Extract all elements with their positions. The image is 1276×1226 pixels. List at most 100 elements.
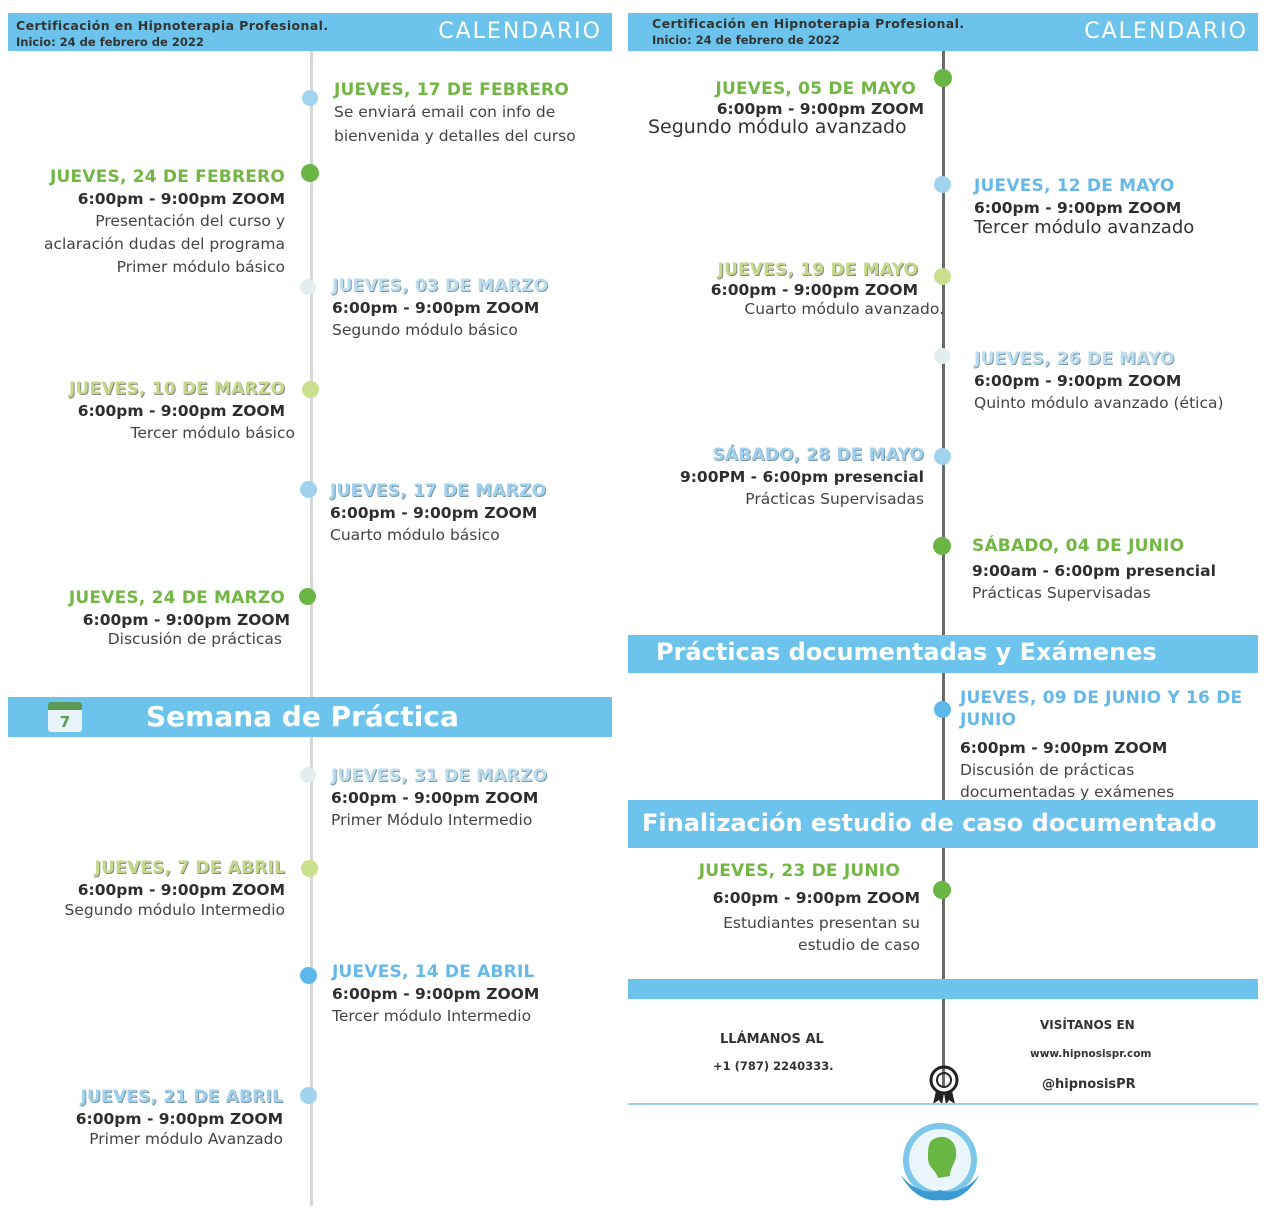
- event: JUEVES, 05 DE MAYO 6:00pm - 9:00pm ZOOM: [620, 78, 924, 118]
- social-handle[interactable]: @hipnosisPR: [1042, 1077, 1136, 1092]
- left-panel: Certificación en Hipnoterapia Profesiona…: [8, 0, 612, 1226]
- event-line: Segundo módulo avanzado: [648, 116, 907, 138]
- band-semana-practica: 7 Semana de Práctica: [8, 697, 612, 737]
- timeline-dot: [933, 537, 951, 555]
- event-hours: 6:00pm - 9:00pm ZOOM: [77, 402, 285, 420]
- band-practicas-examenes: Prácticas documentadas y Exámenes: [628, 635, 1258, 673]
- phone-number[interactable]: +1 (787) 2240333.: [713, 1059, 834, 1073]
- event-hours: 6:00pm - 9:00pm ZOOM: [82, 611, 290, 629]
- event-line: Estudiantes presentan su: [723, 914, 920, 932]
- event-date: JUEVES, 17 DE FEBRERO: [334, 80, 569, 100]
- event-hours: 6:00pm - 9:00pm ZOOM: [77, 881, 285, 899]
- timeline-dot: [300, 279, 316, 295]
- band-label: Finalización estudio de caso documentado: [642, 809, 1217, 837]
- event-date: JUEVES, 24 DE MARZO: [68, 588, 285, 608]
- event-line: Cuarto módulo avanzado.: [744, 300, 944, 318]
- event-date: JUEVES, 03 DE MARZO: [332, 276, 549, 296]
- event-hours: 6:00pm - 9:00pm ZOOM: [712, 889, 920, 907]
- award-ribbon-icon: [929, 1065, 959, 1105]
- event: JUEVES, 17 DE FEBRERO Se enviará email c…: [334, 79, 576, 147]
- event-date: JUEVES, 23 DE JUNIO: [698, 861, 900, 881]
- event-line: Presentación del curso y: [95, 212, 285, 230]
- event-date: JUEVES, 12 DE MAYO: [974, 176, 1175, 196]
- event-date: JUEVES, 31 DE MARZO: [331, 766, 548, 786]
- band-label: Semana de Práctica: [146, 700, 459, 733]
- timeline-dot: [934, 176, 951, 193]
- timeline-dot: [300, 967, 317, 984]
- timeline-dot: [934, 268, 951, 285]
- event-line: documentadas y exámenes: [960, 783, 1175, 801]
- event: SÁBADO, 04 DE JUNIO 9:00am - 6:00pm pres…: [972, 535, 1216, 604]
- band-label: Prácticas documentadas y Exámenes: [656, 638, 1157, 666]
- event-hours: 6:00pm - 9:00pm ZOOM: [330, 504, 538, 522]
- event-line: Segundo módulo básico: [332, 321, 518, 339]
- calendar-icon: 7: [48, 702, 82, 732]
- header-title: Certificación en Hipnoterapia Profesiona…: [652, 16, 965, 31]
- event-line: Prácticas Supervisadas: [745, 490, 924, 508]
- event-line: Primer Módulo Intermedio: [331, 811, 533, 829]
- event-hours: 6:00pm - 9:00pm ZOOM: [332, 985, 540, 1003]
- event-line: Segundo módulo Intermedio: [64, 901, 285, 919]
- right-header: Certificación en Hipnoterapia Profesiona…: [628, 13, 1258, 51]
- timeline-dot: [933, 881, 951, 899]
- timeline-line: [942, 51, 945, 1086]
- event-line: Prácticas Supervisadas: [972, 584, 1151, 602]
- event-date: JUEVES, 24 DE FEBRERO: [50, 167, 285, 187]
- event-date: SÁBADO, 04 DE JUNIO: [972, 536, 1185, 556]
- event-date: JUEVES, 10 DE MARZO: [68, 379, 285, 399]
- event-hours: 9:00PM - 6:00pm presencial: [679, 468, 924, 486]
- timeline-dot: [300, 481, 317, 498]
- event-date: JUEVES, 05 DE MAYO: [715, 79, 916, 99]
- event: JUEVES, 03 DE MARZO 6:00pm - 9:00pm ZOOM…: [332, 275, 548, 341]
- event-hours: 6:00pm - 9:00pm ZOOM: [716, 100, 924, 118]
- event-line: estudio de caso: [798, 936, 920, 954]
- event: JUEVES, 10 DE MARZO 6:00pm - 9:00pm ZOOM…: [0, 378, 295, 444]
- event: JUEVES, 17 DE MARZO 6:00pm - 9:00pm ZOOM…: [330, 480, 546, 546]
- timeline-dot: [301, 164, 319, 182]
- timeline-dot: [934, 701, 951, 718]
- event-date: JUEVES, 21 DE ABRIL: [80, 1087, 283, 1107]
- header-calendar: CALENDARIO: [438, 19, 602, 44]
- event-date: JUEVES, 19 DE MAYO: [717, 260, 918, 280]
- timeline-dot: [934, 69, 952, 87]
- website-link[interactable]: www.hipnosispr.com: [1030, 1048, 1152, 1060]
- timeline-dot: [300, 1087, 317, 1104]
- event-line: Primer módulo Avanzado: [89, 1130, 283, 1148]
- event: JUEVES, 09 DE JUNIO Y 16 DE JUNIO 6:00pm…: [960, 687, 1242, 803]
- event-line: Cuarto módulo básico: [330, 526, 500, 544]
- event-hours: 6:00pm - 9:00pm ZOOM: [974, 199, 1182, 217]
- event-hours: 9:00am - 6:00pm presencial: [972, 562, 1216, 580]
- header-title: Certificación en Hipnoterapia Profesiona…: [16, 18, 329, 33]
- event-hours: 6:00pm - 9:00pm ZOOM: [75, 1110, 283, 1128]
- event-date: JUEVES, 17 DE MARZO: [330, 481, 547, 501]
- divider-band: [628, 979, 1258, 999]
- hypnosis-logo-icon: [900, 1123, 980, 1201]
- call-label: LLÁMANOS AL: [720, 1032, 824, 1047]
- event: JUEVES, 26 DE MAYO 6:00pm - 9:00pm ZOOM …: [974, 348, 1224, 414]
- timeline-dot: [934, 448, 951, 465]
- timeline-dot: [299, 588, 316, 605]
- timeline-dot: [300, 767, 316, 783]
- event-hours: 6:00pm - 9:00pm ZOOM: [332, 299, 540, 317]
- event-hours: 6:00pm - 9:00pm ZOOM: [710, 281, 918, 299]
- header-calendar: CALENDARIO: [1084, 19, 1248, 44]
- timeline-dot: [301, 860, 318, 877]
- event-date: JUEVES, 7 DE ABRIL: [94, 858, 285, 878]
- calendar-icon-number: 7: [59, 713, 71, 731]
- event: JUEVES, 7 DE ABRIL 6:00pm - 9:00pm ZOOM …: [0, 857, 285, 919]
- event-hours: 6:00pm - 9:00pm ZOOM: [974, 372, 1182, 390]
- event: SÁBADO, 28 DE MAYO 9:00PM - 6:00pm prese…: [624, 444, 924, 510]
- event-hours: 6:00pm - 9:00pm ZOOM: [960, 739, 1168, 757]
- event-date: JUEVES, 14 DE ABRIL: [332, 962, 535, 982]
- event-date-cont: JUNIO: [960, 710, 1017, 730]
- event-line: bienvenida y detalles del curso: [334, 127, 576, 145]
- event-date: SÁBADO, 28 DE MAYO: [712, 445, 924, 465]
- timeline-dot: [302, 381, 319, 398]
- event-line: Tercer módulo Intermedio: [332, 1007, 532, 1025]
- event: JUEVES, 24 DE MARZO 6:00pm - 9:00pm ZOOM…: [0, 587, 290, 647]
- event-line: Quinto módulo avanzado (ética): [974, 394, 1224, 412]
- left-header: Certificación en Hipnoterapia Profesiona…: [8, 13, 612, 51]
- event-line: Se enviará email con info de: [334, 103, 556, 121]
- event: JUEVES, 24 DE FEBRERO 6:00pm - 9:00pm ZO…: [0, 166, 285, 278]
- visit-label: VISÍTANOS EN: [1040, 1018, 1135, 1032]
